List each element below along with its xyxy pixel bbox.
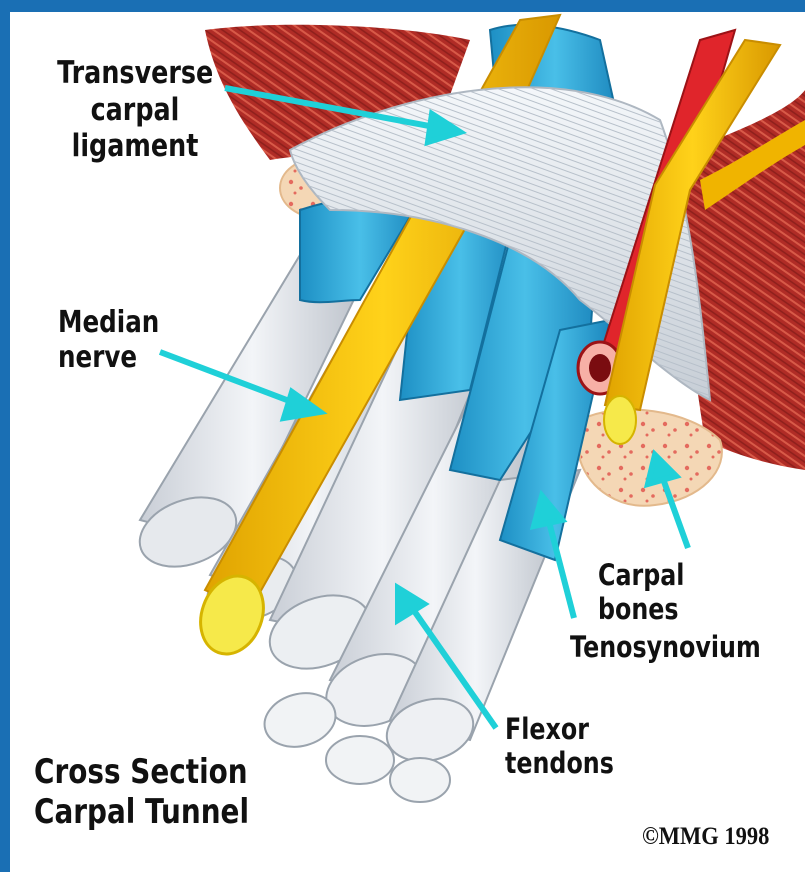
carpal-bones-label: Carpal bones	[598, 558, 768, 626]
transverse-carpal-ligament-label: Transverse carpal ligament	[57, 55, 213, 165]
carpal-bone-right	[580, 410, 722, 506]
copyright-notice: ©MMG 1998	[642, 822, 769, 852]
median-nerve-label: Median nerve	[58, 305, 159, 376]
tenosynovium-label: Tenosynovium	[570, 630, 761, 664]
flexor-tendons-label: Flexor tendons	[505, 712, 614, 780]
diagram-title: Cross Section Carpal Tunnel	[34, 752, 249, 832]
